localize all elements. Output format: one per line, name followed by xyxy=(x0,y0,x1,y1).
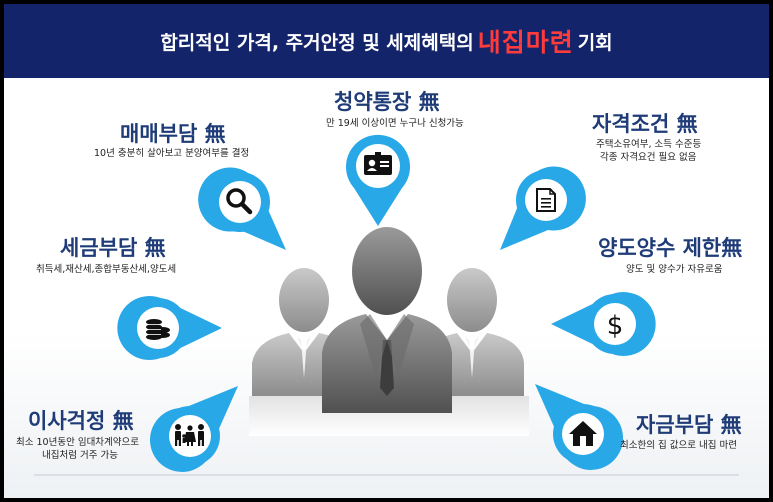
pin-cheongyak xyxy=(346,134,410,226)
title-cheongyak: 청약통장 無 xyxy=(334,90,440,114)
title-isa: 이사걱정 無 xyxy=(28,409,134,433)
desc-jageum: 최소한의 집 값으로 내집 마련 xyxy=(620,440,737,451)
desc-yangdo: 양도 및 양수가 자유로움 xyxy=(626,264,723,275)
dollar-icon: $ xyxy=(607,311,624,341)
desc-isa-1: 최소 10년동안 임대차계약으로 xyxy=(16,437,140,448)
pin-yangdo: $ xyxy=(551,292,656,356)
desc-maemae: 10년 충분히 살아보고 분양여부를 결정 xyxy=(94,148,250,159)
house-icon xyxy=(569,421,597,446)
document-icon xyxy=(536,188,556,212)
family-icon xyxy=(175,424,204,446)
pin-segeum xyxy=(117,296,222,360)
title-yangdo: 양도양수 제한無 xyxy=(598,236,743,260)
header-title-post: 기회 xyxy=(577,31,613,54)
header-title-highlight: 내집마련 xyxy=(477,28,574,57)
desc-isa-2: 내집처럼 거주 가능 xyxy=(42,450,118,461)
content-panel: $ 청약통장 無 만 19세 이상이면 누구나 신 xyxy=(4,78,769,498)
people-illustration xyxy=(34,227,739,476)
title-segeum: 세금부담 無 xyxy=(60,236,166,260)
header-title-pre: 합리적인 가격, 주거안정 및 세제혜택의 xyxy=(160,31,474,54)
desc-jagyeok-2: 각종 자격요건 필요 없음 xyxy=(600,152,697,163)
header-banner: 합리적인 가격, 주거안정 및 세제혜택의 내집마련 기회 xyxy=(4,4,769,78)
desc-segeum: 취득세,재산세,종합부동산세,양도세 xyxy=(36,264,177,275)
pin-isa xyxy=(150,386,238,472)
desc-cheongyak: 만 19세 이상이면 누구나 신청가능 xyxy=(326,118,464,129)
search-icon xyxy=(226,188,253,215)
title-jageum: 자금부담 無 xyxy=(636,413,742,437)
pin-jagyeok xyxy=(500,166,586,250)
title-jagyeok: 자격조건 無 xyxy=(592,112,698,136)
person-main-silhouette xyxy=(322,227,452,413)
desc-jagyeok-1: 주택소유여부, 소득 수준등 xyxy=(596,139,702,150)
id-card-icon xyxy=(364,152,392,175)
pin-jageum xyxy=(535,384,623,470)
pin-maemae xyxy=(198,167,286,250)
coins-icon xyxy=(146,319,170,340)
title-maemae: 매매부담 無 xyxy=(120,122,226,146)
